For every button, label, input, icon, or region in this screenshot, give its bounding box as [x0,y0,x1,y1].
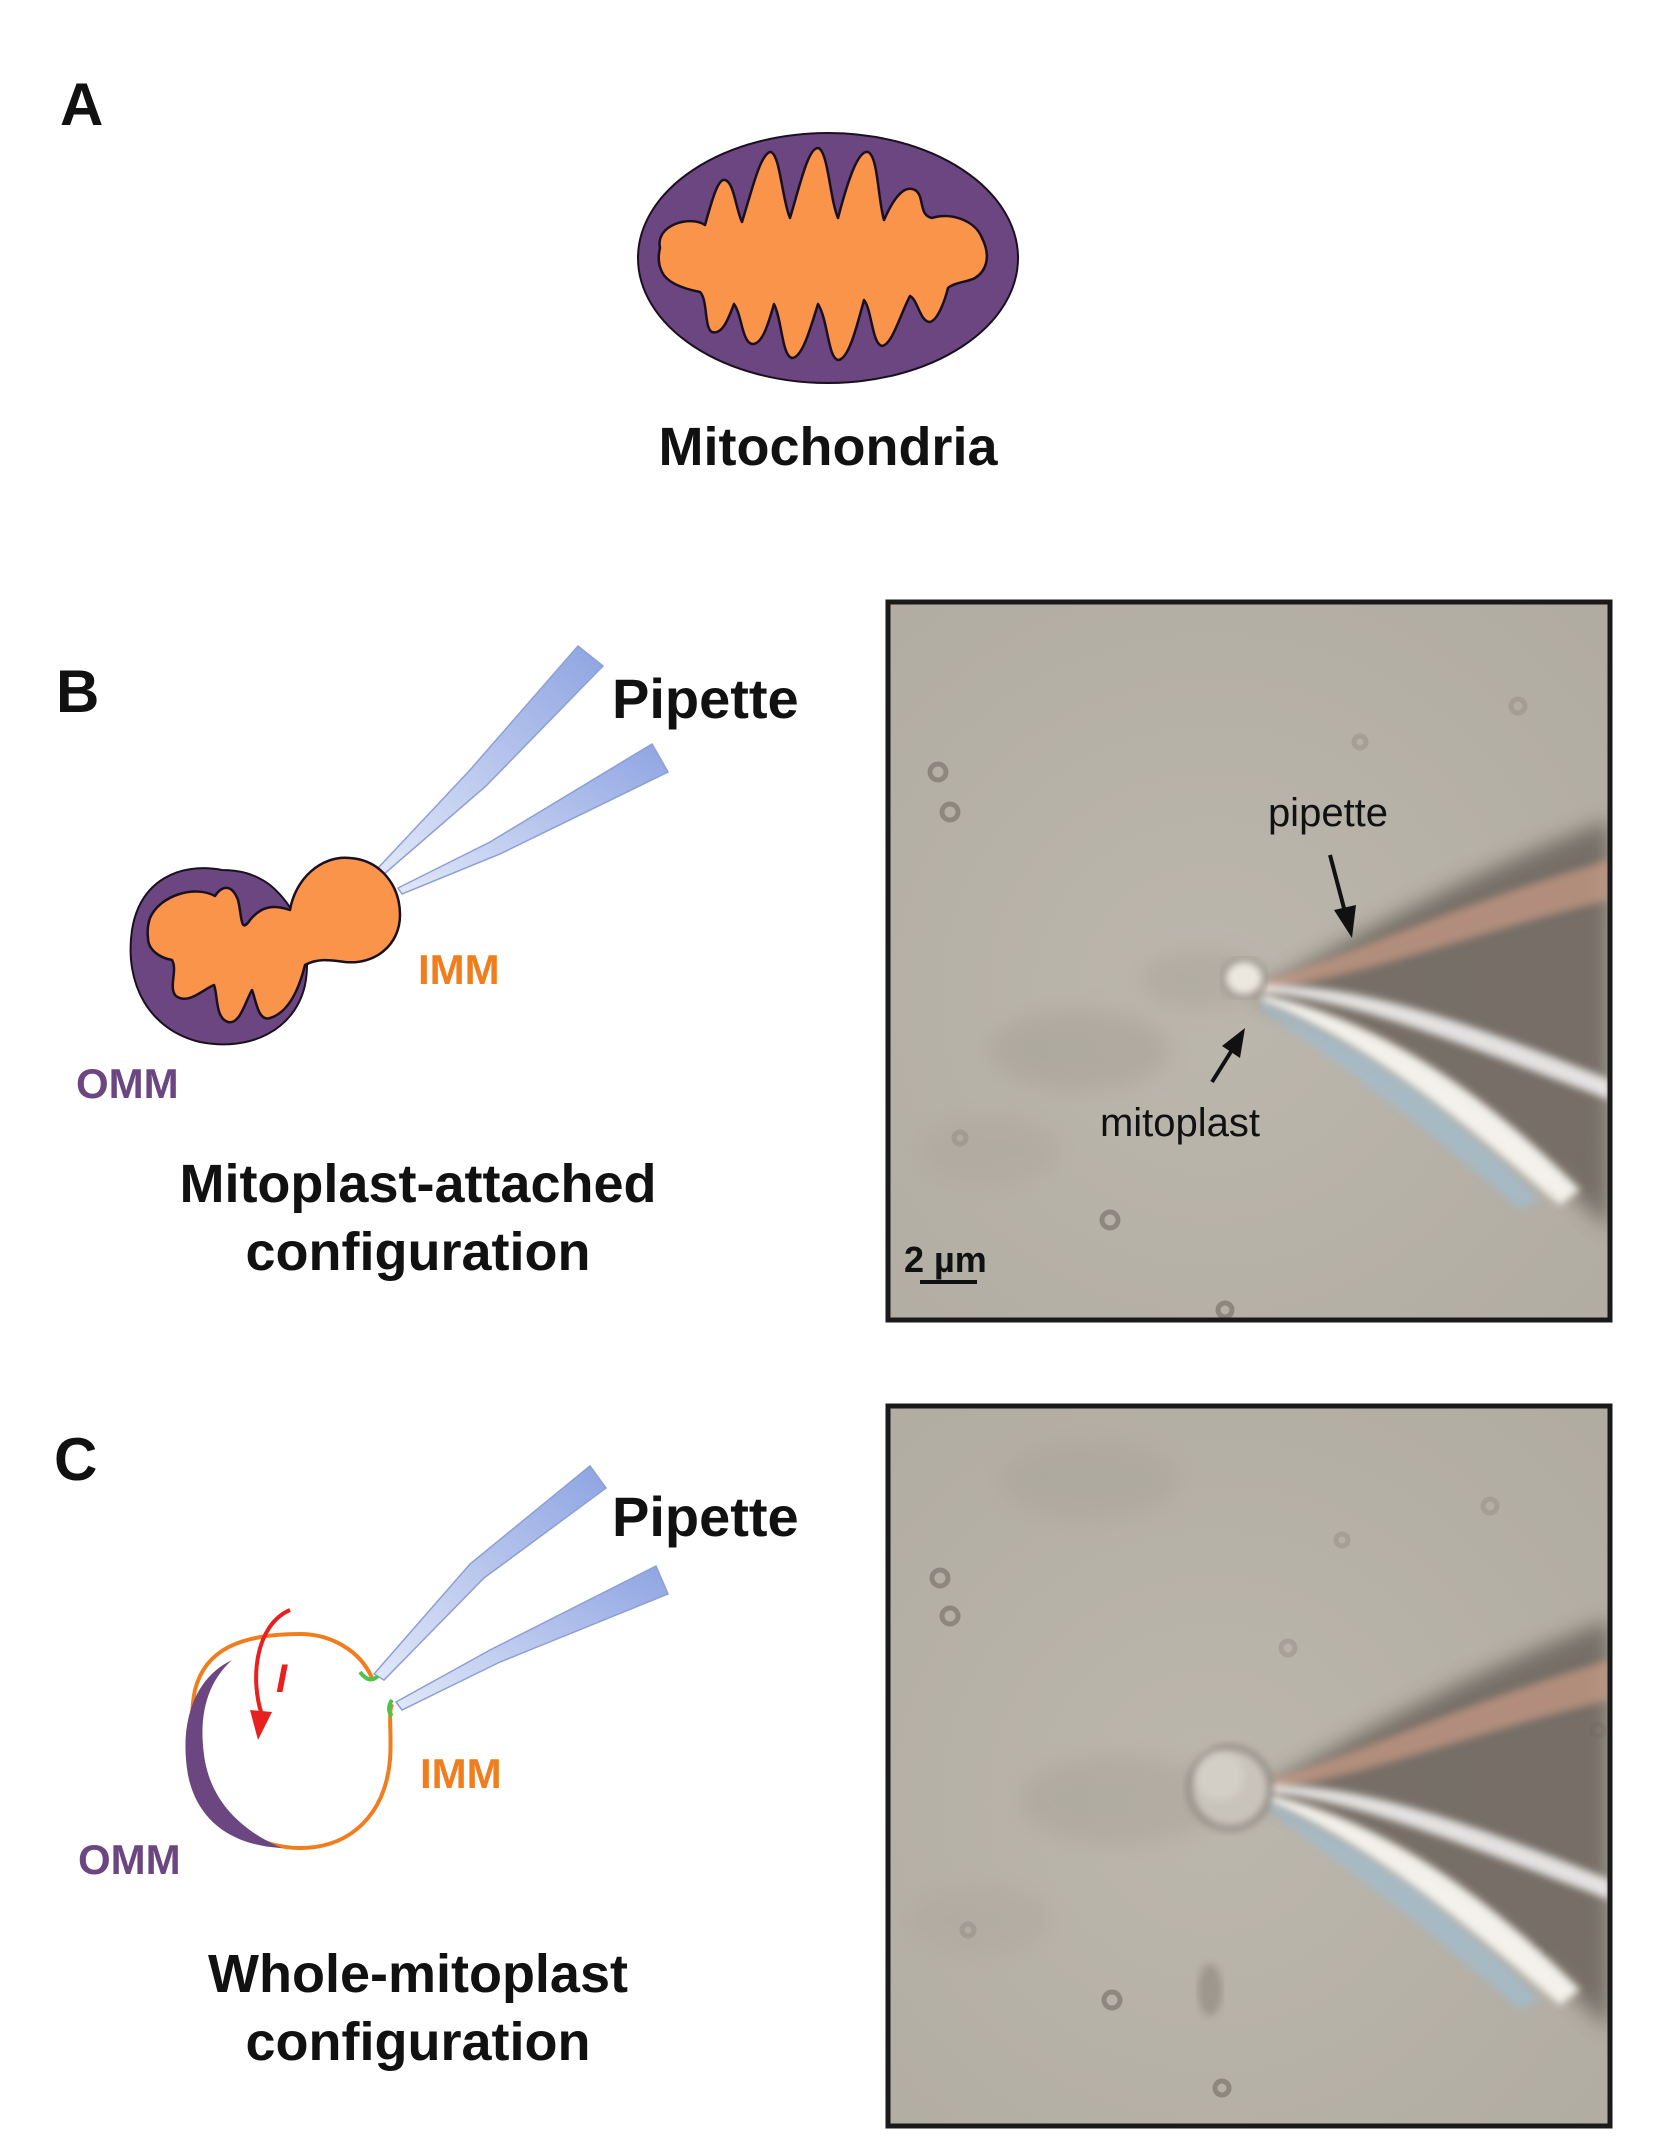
pipette-arrow [1328,854,1356,938]
micrograph-c-frame [885,1403,1613,2129]
whole-mitoplast-diagram [185,1608,394,1851]
panel-c-imm-label: IMM [420,1750,502,1797]
panel-c-caption-line1: Whole-mitoplast [208,1944,628,2004]
panel-c-caption-line2: configuration [246,2012,591,2072]
outer-membrane-crescent [185,1660,282,1848]
debris-particles [927,696,1567,1320]
mitoplast-attached-diagram [129,856,402,1046]
micrograph-mitoplast-annotation: mitoplast [1100,1101,1260,1145]
mitoplast-particle-b [1222,958,1266,998]
pipette-optical-b [1260,820,1610,1230]
pipette-upper-wall [377,644,605,877]
panel-a-letter: A [60,71,103,138]
panel-b-letter: B [56,658,99,725]
current-label: I [276,1657,288,1701]
mitochondrion-diagram [637,132,1019,384]
pipette-lower-wall [394,1564,669,1711]
panel-b-caption-line2: configuration [246,1222,591,1282]
panel-c-pipette-label: Pipette [612,1485,799,1548]
micrograph-pipette-annotation: pipette [1268,791,1388,835]
seal-upper [358,1670,380,1682]
pipette-optical-c [1268,1620,1610,2030]
pipette-schematic-c [372,1464,669,1711]
mitoplast-particle-c [1188,1746,1272,1830]
panel-b-omm-label: OMM [76,1060,179,1107]
panel-a-caption: Mitochondria [659,417,999,477]
inner-membrane-cristae [657,146,989,362]
micrograph-b-frame [885,599,1613,1323]
pipette-upper-wall [372,1464,608,1681]
mitoplast-arrow [1210,1028,1245,1084]
pipette-schematic-b [377,644,670,895]
micrograph-c [885,1403,1613,2129]
panel-b-pipette-label: Pipette [612,667,799,730]
panel-c-letter: C [54,1426,97,1493]
panel-b-imm-label: IMM [418,946,500,993]
pipette-lower-wall [396,742,670,895]
panel-b-caption-line1: Mitoplast-attached [179,1154,656,1214]
panel-c-omm-label: OMM [78,1836,181,1883]
scale-bar-label: 2 µm [904,1239,987,1280]
current-arrow [250,1608,291,1740]
seal-lower [387,1698,394,1718]
inner-membrane-mitoplast [146,856,402,1024]
micrograph-b: pipette mitoplast 2 µm [885,599,1613,1323]
